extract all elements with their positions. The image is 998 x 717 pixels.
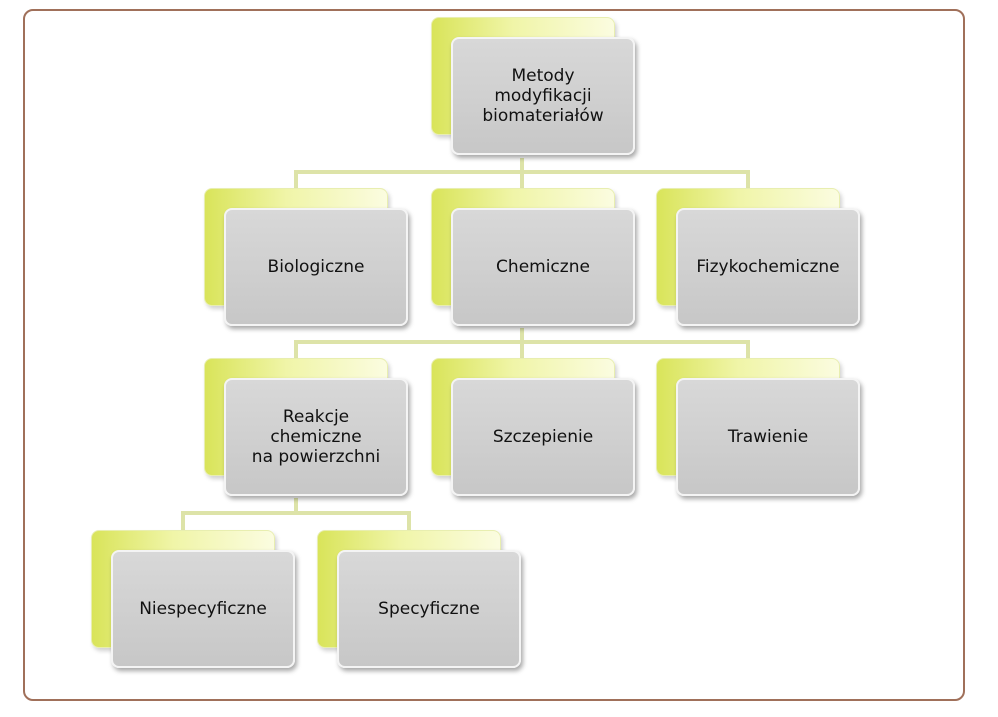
node-card: Trawienie	[676, 378, 860, 496]
node-label: Metody modyfikacji biomateriałów	[482, 66, 604, 126]
node-chemiczne: Chemiczne	[431, 188, 635, 326]
node-label: Szczepienie	[492, 427, 594, 447]
node-label: Fizykochemiczne	[696, 257, 840, 277]
node-specyficzne: Specyficzne	[317, 530, 521, 668]
node-card: Szczepienie	[451, 378, 635, 496]
node-label: Chemiczne	[496, 257, 590, 277]
node-card: Biologiczne	[224, 208, 408, 326]
node-fizykochemiczne: Fizykochemiczne	[656, 188, 860, 326]
node-trawienie: Trawienie	[656, 358, 860, 496]
node-card: Niespecyficzne	[111, 550, 295, 668]
node-card: Fizykochemiczne	[676, 208, 860, 326]
node-reakcje-chemiczne: Reakcje chemiczne na powierzchni	[204, 358, 408, 496]
node-card: Reakcje chemiczne na powierzchni	[224, 378, 408, 496]
node-biologiczne: Biologiczne	[204, 188, 408, 326]
node-label: Niespecyficzne	[139, 599, 267, 619]
node-card: Chemiczne	[451, 208, 635, 326]
node-root: Metody modyfikacji biomateriałów	[431, 17, 635, 155]
node-label: Trawienie	[727, 427, 809, 447]
node-card: Metody modyfikacji biomateriałów	[451, 37, 635, 155]
node-niespecyficzne: Niespecyficzne	[91, 530, 295, 668]
node-label: Specyficzne	[378, 599, 480, 619]
node-label: Reakcje chemiczne na powierzchni	[251, 407, 381, 467]
node-card: Specyficzne	[337, 550, 521, 668]
node-szczepienie: Szczepienie	[431, 358, 635, 496]
node-label: Biologiczne	[267, 257, 365, 277]
